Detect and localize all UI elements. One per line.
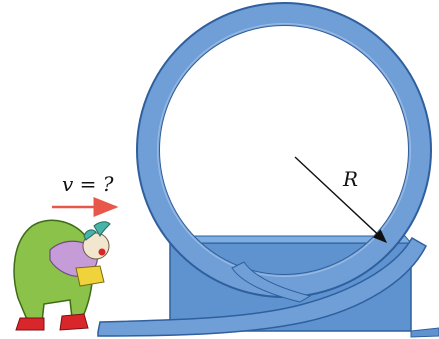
ground-ramp: [97, 236, 439, 338]
clown-icon: [13, 219, 111, 331]
radius-arrow: [294, 156, 388, 243]
radius-label: R: [342, 167, 358, 191]
velocity-label: v = ?: [62, 172, 114, 196]
loop-track: [136, 2, 432, 298]
